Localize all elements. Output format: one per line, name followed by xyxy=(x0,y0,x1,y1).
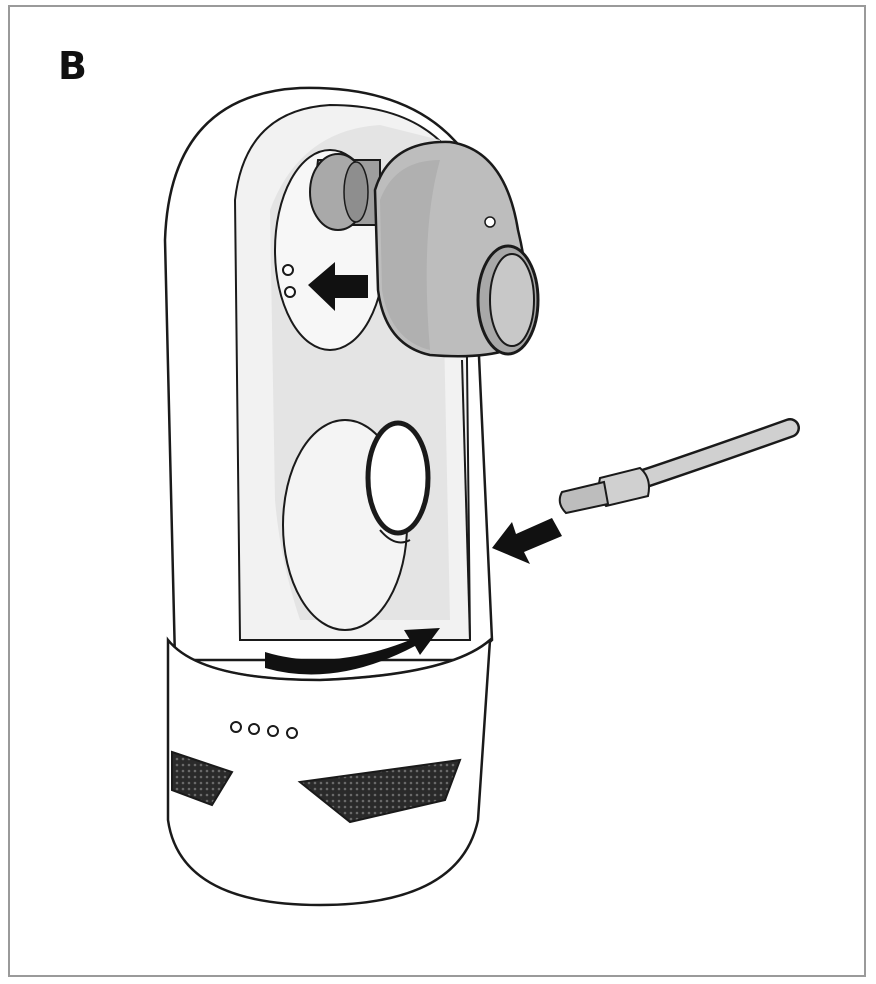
earbud-tip-inner xyxy=(343,161,369,223)
case-side-edge xyxy=(461,359,471,641)
earbud-mic-dot xyxy=(484,216,496,228)
contact-pin-1 xyxy=(282,264,294,276)
usb-connector xyxy=(558,480,610,515)
insert-earbud-arrow xyxy=(308,262,368,311)
earbud-face xyxy=(489,253,535,347)
speaker-grille-right xyxy=(297,758,462,824)
contact-pin-2 xyxy=(284,286,296,298)
rotate-arrow xyxy=(265,628,440,675)
usb-cable-core xyxy=(632,420,798,488)
indicator-light xyxy=(267,725,279,737)
indicator-light xyxy=(230,721,242,733)
plug-cable-arrow xyxy=(492,518,562,564)
indicator-light xyxy=(286,727,298,739)
lower-socket-hook xyxy=(379,529,411,544)
indicator-lights xyxy=(230,721,298,739)
panel-label: B xyxy=(58,44,87,88)
case-base-rim xyxy=(167,639,491,682)
earbud-body-shade xyxy=(380,160,440,350)
lower-socket-ring xyxy=(365,420,431,536)
speaker-grille-left xyxy=(171,750,234,807)
indicator-light xyxy=(248,723,260,735)
